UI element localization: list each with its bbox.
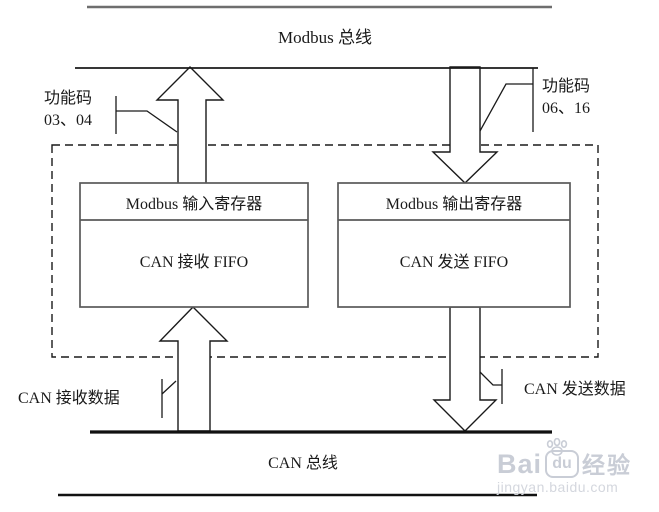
input-register-box — [79, 182, 309, 308]
can-receive-fifo-label: CAN 接收 FIFO — [139, 254, 249, 271]
baidu-jingyan-watermark: Bai du 经验 jingyan.baidu.com — [497, 438, 657, 495]
func-code-left-label: 功能码 03、04 — [44, 88, 92, 132]
func-code-right-line2: 06、16 — [542, 100, 591, 117]
input-register-title: Modbus 输入寄存器 — [125, 195, 263, 213]
func-code-left-callout — [115, 96, 178, 134]
watermark-du-badge: du — [545, 438, 580, 478]
can-send-data-label: CAN 发送数据 — [524, 381, 626, 398]
watermark-bai-text: Bai — [497, 449, 543, 479]
gateway-dashed-box — [51, 144, 599, 358]
func-code-right-line1: 功能码 — [542, 78, 591, 95]
modbus-bus-label: Modbus 总线 — [278, 28, 372, 47]
register-boxes — [79, 182, 571, 308]
can-receive-callout-line — [161, 380, 177, 395]
watermark-brand-row: Bai du 经验 — [497, 438, 657, 478]
func-code-left-line1: 功能码 — [44, 90, 93, 107]
watermark-suffix-text: 经验 — [582, 452, 633, 478]
left-callout-line — [116, 110, 178, 133]
output-register-box — [337, 182, 571, 308]
can-bus-label: CAN 总线 — [268, 455, 338, 472]
watermark-du-text: du — [545, 450, 580, 478]
right-callout-line — [479, 83, 533, 132]
can-receive-data-label: CAN 接收数据 — [18, 390, 120, 407]
can-send-down-arrow-icon — [432, 306, 498, 432]
can-send-fifo-label: CAN 发送 FIFO — [399, 254, 509, 271]
func-code-left-line2: 03、04 — [44, 112, 93, 129]
watermark-url: jingyan.baidu.com — [497, 479, 619, 495]
can-send-callout — [479, 369, 503, 404]
func-code-right-callout — [479, 68, 534, 132]
flow-arrows — [155, 66, 499, 432]
func-code-right-label: 功能码 06、16 — [542, 76, 590, 120]
output-register-title: Modbus 输出寄存器 — [385, 195, 523, 213]
can-receive-callout — [161, 379, 177, 418]
modbus-write-down-arrow-icon — [431, 66, 499, 184]
can-send-callout-line — [479, 371, 502, 386]
can-receive-up-arrow-icon — [158, 306, 229, 432]
